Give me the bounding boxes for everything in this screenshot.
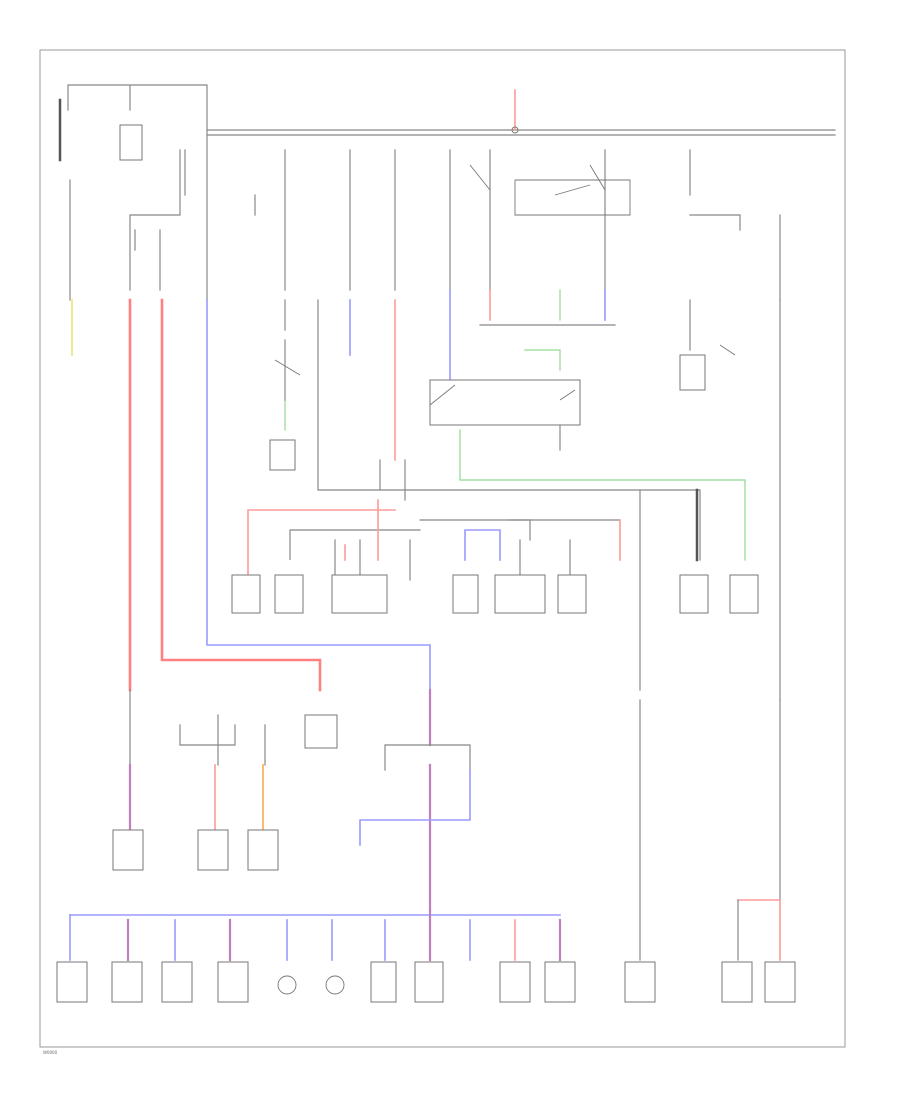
upper-wires [71,289,701,692]
fuse-component-left [269,439,296,471]
upper-components [269,299,781,701]
middle-distribution [231,459,759,614]
relay-box [429,379,581,426]
diagram-frame [39,49,846,1048]
bottom-loads [56,908,796,1003]
relay-component-right [679,354,706,391]
battery-box [119,124,143,161]
lower-middle [112,688,781,961]
footer-code: W0000 [43,1050,58,1055]
battery-and-bus [58,84,836,301]
